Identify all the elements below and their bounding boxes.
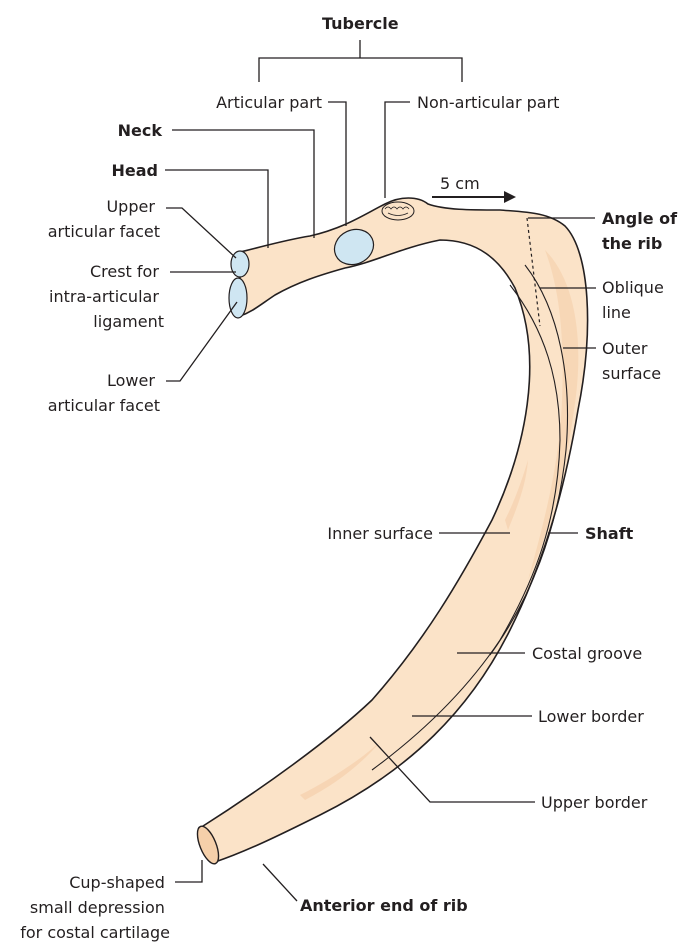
non-articular-part-leader	[385, 102, 410, 198]
lower-articular-facet	[229, 278, 247, 318]
articular-part-leader	[328, 102, 346, 226]
label-crest: Crest for intra-articular ligament	[49, 262, 164, 331]
label-shaft: Shaft	[585, 524, 634, 543]
cup-shaped-leader	[175, 860, 202, 882]
label-angle: Angle of the rib	[602, 209, 683, 253]
lower-facet-leader	[166, 302, 237, 381]
label-oblique-line: Oblique line	[602, 278, 669, 322]
upper-facet-leader	[166, 208, 236, 258]
label-upper-border: Upper border	[541, 793, 648, 812]
labels: Tubercle Articular part Non-articular pa…	[20, 14, 682, 942]
label-outer-surface: Outer surface	[602, 339, 661, 383]
neck-leader	[172, 130, 314, 238]
anterior-end-leader	[263, 864, 297, 901]
scale-bar: 5 cm	[432, 174, 516, 203]
label-head: Head	[112, 161, 159, 180]
label-cup-shaped: Cup-shaped small depression for costal c…	[20, 873, 170, 942]
label-tubercle: Tubercle	[322, 14, 399, 33]
label-non-articular-part: Non-articular part	[417, 93, 559, 112]
head-leader	[165, 170, 268, 248]
upper-articular-facet	[231, 251, 249, 277]
tubercle-bump	[382, 202, 414, 220]
label-lower-border: Lower border	[538, 707, 644, 726]
label-upper-facet: Upper articular facet	[48, 197, 160, 241]
label-anterior-end: Anterior end of rib	[300, 896, 468, 915]
scale-label: 5 cm	[440, 174, 480, 193]
label-lower-facet: Lower articular facet	[48, 371, 160, 415]
label-neck: Neck	[118, 121, 163, 140]
label-articular-part: Articular part	[216, 93, 322, 112]
label-inner-surface: Inner surface	[327, 524, 433, 543]
label-costal-groove: Costal groove	[532, 644, 642, 663]
tubercle-bracket	[259, 40, 462, 82]
